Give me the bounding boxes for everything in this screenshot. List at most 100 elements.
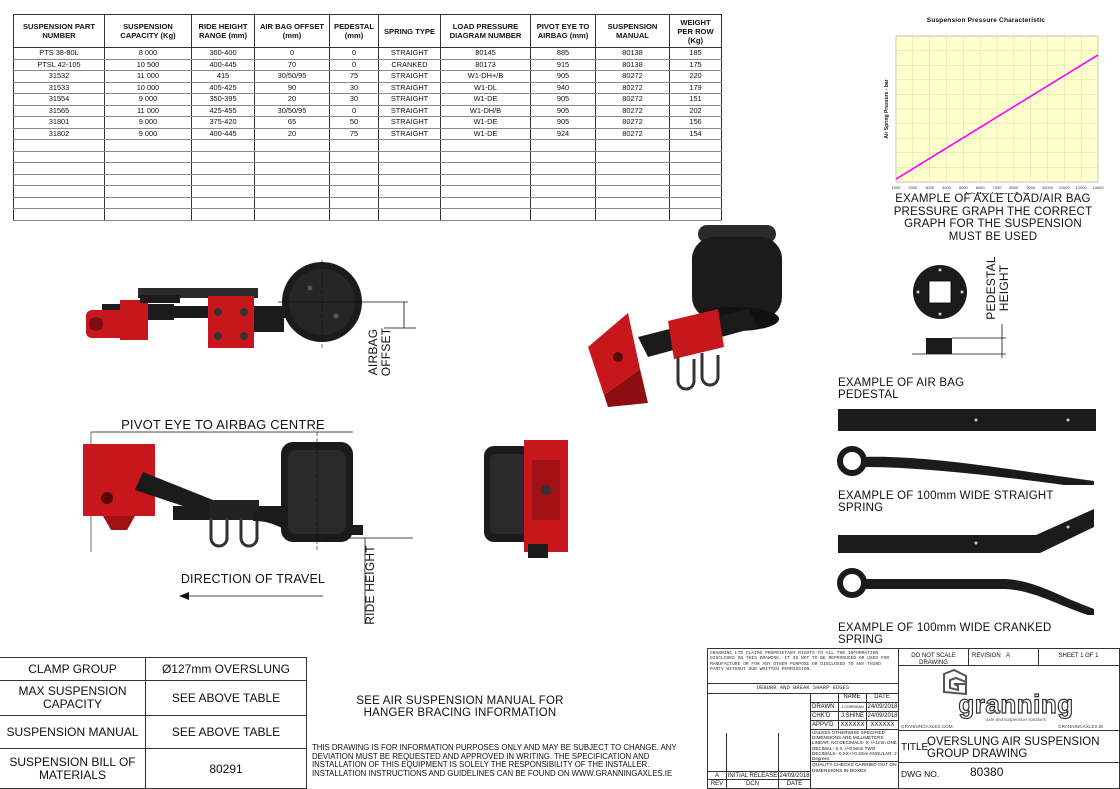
table-cell: W1-DE xyxy=(440,116,531,129)
table-cell: W1-DE xyxy=(440,93,531,106)
table-cell: 940 xyxy=(530,82,596,94)
table-cell: PTS 38-80L xyxy=(13,47,105,60)
table-cell-empty xyxy=(254,208,330,221)
table-cell: 375-420 xyxy=(191,116,255,129)
table-cell: 400-445 xyxy=(191,128,255,140)
table-cell-empty xyxy=(254,185,330,198)
header-cell: PIVOT EYE TO AIRBAG (mm) xyxy=(530,14,596,48)
table-cell-empty xyxy=(595,174,670,186)
table-cell-empty xyxy=(530,174,596,186)
table-cell: 65 xyxy=(254,116,330,129)
prop-label: SUSPENSION BILL OF MATERIALS xyxy=(0,749,146,789)
table-cell-empty xyxy=(378,139,441,152)
table-cell-empty xyxy=(13,174,105,186)
table-cell: PTSL 42-105 xyxy=(13,59,105,71)
table-cell-empty xyxy=(13,139,105,152)
table-cell-empty xyxy=(254,197,330,209)
airbag-offset-label: AIRBAG OFFSET xyxy=(366,327,393,377)
bill-of-materials-row: SUSPENSION BILL OF MATERIALS 80291 xyxy=(0,749,306,789)
spec-table-header: SUSPENSION PART NUMBER SUSPENSION CAPACI… xyxy=(13,14,722,48)
table-cell: 10 500 xyxy=(104,59,192,71)
suspension-manual-row: SUSPENSION MANUAL SEE ABOVE TABLE xyxy=(0,716,306,749)
direction-of-travel-label: DIRECTION OF TRAVEL xyxy=(180,572,326,586)
table-cell: CRANKED xyxy=(378,59,441,71)
x-tick-label: 2000 xyxy=(908,185,918,190)
table-cell: 80138 xyxy=(595,47,670,60)
rev-column-header: REV xyxy=(710,781,724,787)
table-cell-empty xyxy=(329,151,379,163)
x-axis-label: Axle Mass (at ground) - kg xyxy=(965,192,1030,194)
revision-label: REVISION xyxy=(972,653,1001,659)
table-cell: 80138 xyxy=(595,59,670,71)
table-cell: 885 xyxy=(530,47,596,60)
table-row-empty xyxy=(13,151,722,163)
table-cell-empty xyxy=(104,174,192,186)
table-cell: 179 xyxy=(669,82,722,94)
table-cell: STRAIGHT xyxy=(378,70,441,83)
header-cell: SPRING TYPE xyxy=(378,14,441,48)
x-tick-label: 13000 xyxy=(1092,185,1104,190)
x-tick-label: 9000 xyxy=(1026,185,1036,190)
table-cell: 0 xyxy=(329,105,379,117)
table-cell: 924 xyxy=(530,128,596,140)
table-cell-empty xyxy=(595,185,670,198)
x-tick-label: 4000 xyxy=(942,185,952,190)
pivot-eye-drawing xyxy=(83,426,413,624)
table-cell: 905 xyxy=(530,93,596,106)
isometric-assembly-drawing xyxy=(588,225,782,407)
cranked-spring-caption: EXAMPLE OF 100mm WIDE CRANKED SPRING xyxy=(838,622,1052,646)
table-cell: 0 xyxy=(329,47,379,60)
header-cell: SUSPENSION PART NUMBER xyxy=(13,14,105,48)
table-cell-empty xyxy=(329,162,379,175)
prop-value: SEE ABOVE TABLE xyxy=(171,724,281,739)
table-cell-empty xyxy=(329,208,379,221)
table-cell: 30/50/95 xyxy=(254,105,330,117)
table-cell: STRAIGHT xyxy=(378,47,441,60)
table-cell: 220 xyxy=(669,70,722,83)
table-cell: 31802 xyxy=(13,128,105,140)
table-cell-empty xyxy=(254,151,330,163)
granning-logo-icon xyxy=(943,668,967,696)
prop-value: 80291 xyxy=(209,761,243,776)
table-cell: 400-445 xyxy=(191,59,255,71)
table-cell-empty xyxy=(191,162,255,175)
x-tick-label: 3000 xyxy=(925,185,935,190)
table-cell-empty xyxy=(595,197,670,209)
website-com: GRANNINGAXLES.COM xyxy=(901,724,953,729)
table-cell: W1-DL xyxy=(440,82,531,94)
table-cell-empty xyxy=(378,185,441,198)
table-cell-empty xyxy=(104,185,192,198)
table-cell-empty xyxy=(329,185,379,198)
table-cell-empty xyxy=(530,197,596,209)
table-cell: 70 xyxy=(254,59,330,71)
table-cell: 11 000 xyxy=(104,105,192,117)
x-tick-label: 1000 xyxy=(892,185,902,190)
table-cell: STRAIGHT xyxy=(378,93,441,106)
revision-row-letter: A xyxy=(714,773,719,779)
do-not-scale-note: DO NOT SCALE DRAWING xyxy=(911,653,956,666)
straight-spring-caption: EXAMPLE OF 100mm WIDE STRAIGHT SPRING xyxy=(838,490,1054,514)
tolerances-note: UNLESS OTHERWISE SPECIFIED DIMENSIONS AR… xyxy=(812,730,897,762)
table-cell: 31532 xyxy=(13,70,105,83)
table-cell-empty xyxy=(191,208,255,221)
table-cell-empty xyxy=(329,197,379,209)
table-cell-empty xyxy=(191,185,255,198)
disclaimer-note: THIS DRAWING IS FOR INFORMATION PURPOSES… xyxy=(312,743,677,778)
table-cell-empty xyxy=(440,197,531,209)
table-cell: 915 xyxy=(530,59,596,71)
header-cell: AIR BAG OFFSET (mm) xyxy=(254,14,330,48)
table-cell-empty xyxy=(254,174,330,186)
table-cell: STRAIGHT xyxy=(378,116,441,129)
table-cell: W1-DH+/B xyxy=(440,70,531,83)
table-cell: 31554 xyxy=(13,93,105,106)
cranked-spring-drawing xyxy=(837,509,1094,615)
sheet-number: SHEET 1 OF 1 xyxy=(1058,653,1099,659)
table-cell-empty xyxy=(104,139,192,152)
